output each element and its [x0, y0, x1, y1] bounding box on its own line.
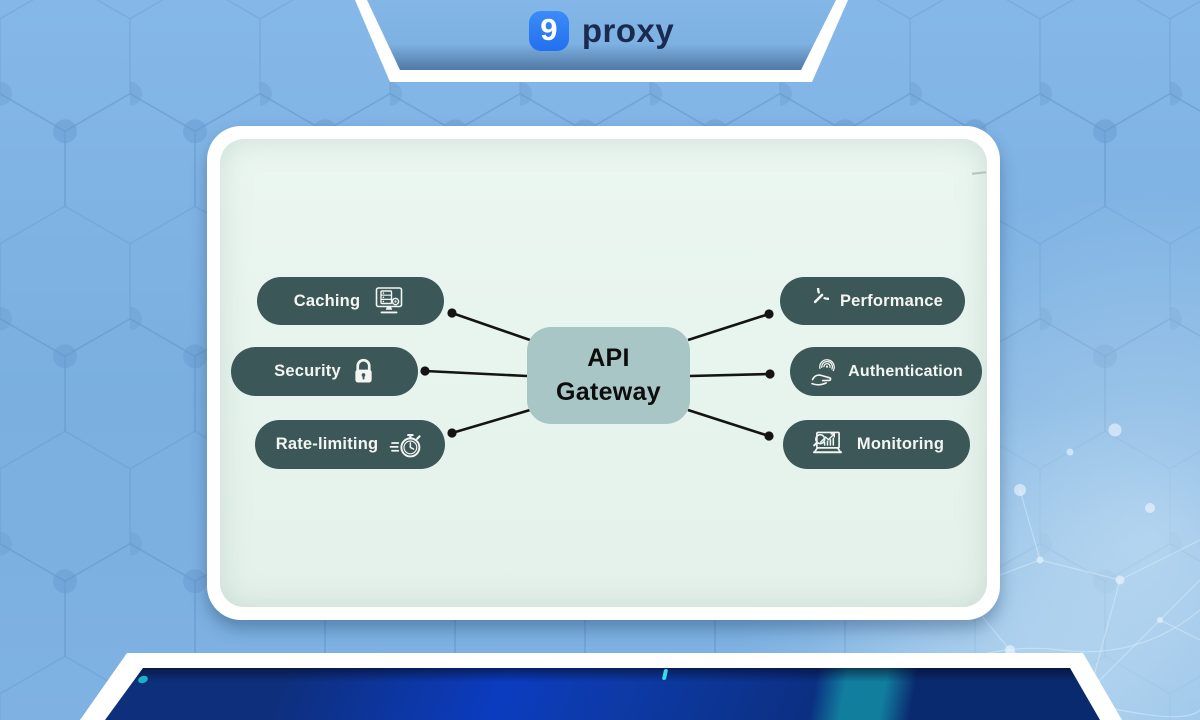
analytics-icon [809, 430, 846, 459]
header-banner [367, 0, 836, 70]
node-security: Security [231, 347, 418, 396]
footer-banner [105, 668, 1100, 720]
diagram-card: API Gateway Caching [207, 126, 1000, 620]
node-caching: Caching [257, 277, 444, 325]
diagram-surface: API Gateway Caching [220, 139, 987, 607]
node-performance-label: Performance [839, 291, 944, 310]
node-caching-label: Caching [293, 291, 361, 310]
fingerprint-hand-icon [809, 357, 839, 387]
api-gateway-label: API Gateway [556, 343, 661, 406]
banner-inner-shadow [367, 44, 836, 70]
node-monitoring-label: Monitoring [856, 435, 945, 453]
server-monitor-icon [371, 286, 407, 316]
brand-name: proxy [581, 12, 675, 49]
node-authentication: Authentication [790, 347, 982, 396]
node-performance: Performance [780, 277, 965, 325]
brand-logo: 9 proxy [367, 0, 836, 62]
lock-icon [352, 358, 375, 385]
api-gateway-node: API Gateway [527, 327, 690, 424]
node-authentication-label: Authentication [848, 362, 963, 380]
node-monitoring: Monitoring [783, 420, 970, 469]
node-rate-limiting-label: Rate-limiting [275, 435, 379, 453]
stray-mark [971, 171, 987, 175]
footer-inner-shadow [105, 668, 1100, 682]
stopwatch-icon [389, 429, 424, 460]
gauge-icon [802, 287, 829, 315]
logo-9-icon: 9 [528, 11, 569, 51]
node-rate-limiting: Rate-limiting [255, 420, 445, 469]
logo-glyph: 9 [540, 11, 558, 47]
node-security-label: Security [274, 362, 341, 380]
